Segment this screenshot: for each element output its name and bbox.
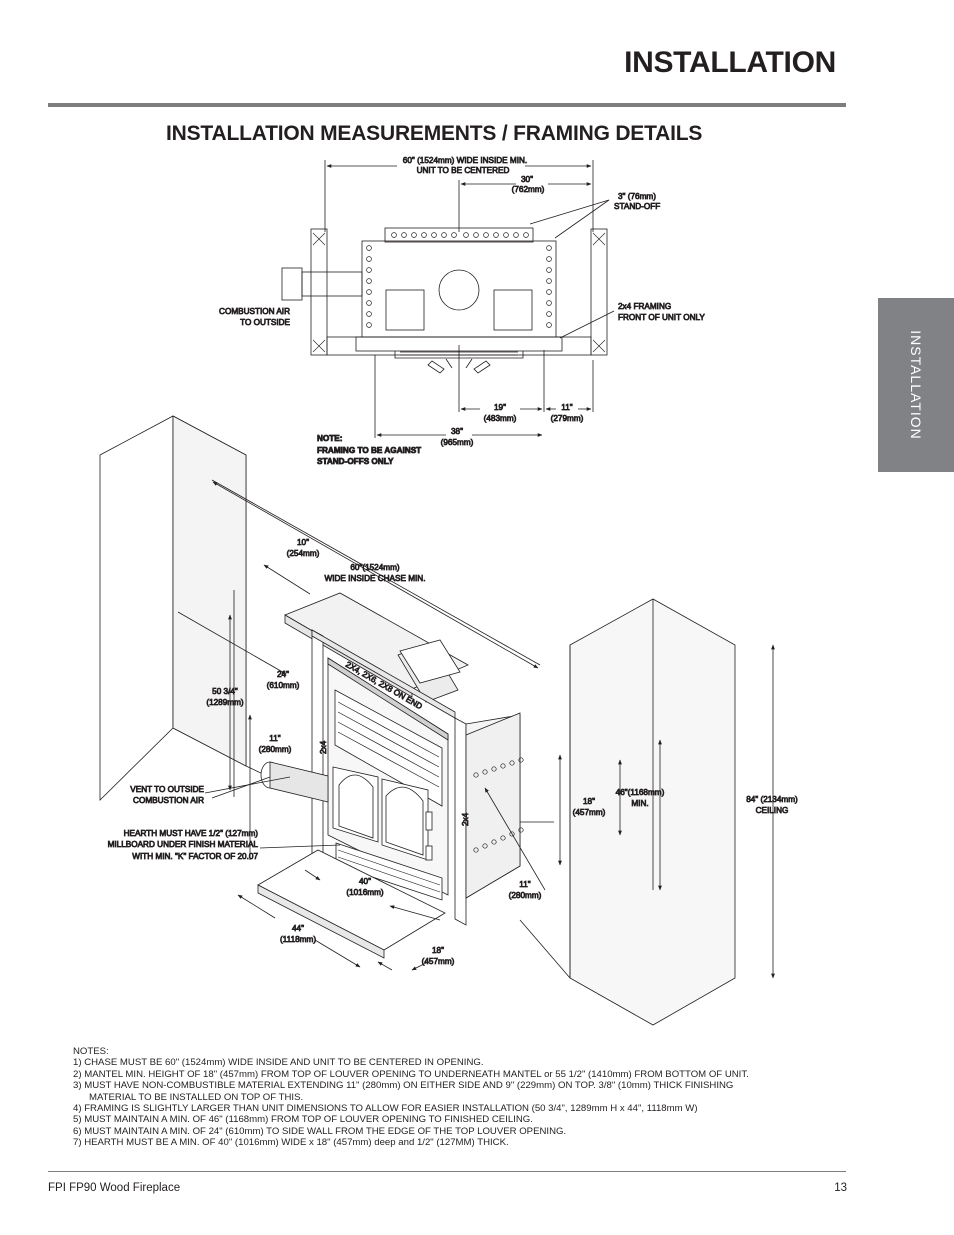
label-framing: 2x4 FRAMING [618,302,671,311]
note-2: 2) MANTEL MIN. HEIGHT OF 18" (457mm) FRO… [73,1068,749,1080]
label-11b: 11" [519,880,530,889]
label-18-mm: (457mm) [573,808,606,817]
label-40-mm: (1016mm) [346,888,384,897]
label-stud-left: 2x4 [319,740,328,754]
note-5: 5) MUST MAINTAIN A MIN. OF 46" (1168mm) … [73,1114,533,1126]
note-4: 4) FRAMING IS SLIGHTLY LARGER THAN UNIT … [73,1103,698,1115]
label-46-2: MIN. [631,799,648,808]
label-11-top: 11" [561,403,572,412]
label-chase: 60"(1524mm) [350,563,400,572]
note-line-3: STAND-OFFS ONLY [317,457,394,466]
label-84: 84" (2134mm) [746,795,798,804]
label-46: 46"(1168mm) [616,788,665,797]
note-7: 7) HEARTH MUST BE A MIN. OF 40" (1016mm)… [73,1137,509,1149]
note-6: 6) MUST MAINTAIN A MIN. OF 24" (610mm) T… [73,1125,567,1137]
label-standoff: 3" (76mm) [618,192,656,201]
label-11-top-mm: (279mm) [551,414,584,423]
label-hearth-2: MILLBOARD UNDER FINISH MATERIAL [108,840,259,849]
label-40: 40" [359,877,371,886]
note-3: 3) MUST HAVE NON-COMBUSTIBLE MATERIAL EX… [73,1080,734,1092]
label-44-mm: (1118mm) [280,935,316,944]
section-heading: INSTALLATION MEASUREMENTS / FRAMING DETA… [166,122,703,145]
label-10: 10" [297,538,309,547]
note-heading: NOTE: [317,434,342,443]
label-19: 19" [494,403,506,412]
label-10-mm: (254mm) [287,549,320,558]
top-view-plan [281,160,615,438]
label-vent: VENT TO OUTSIDE [130,785,204,794]
label-hearth: HEARTH MUST HAVE 1/2" (127mm) [124,829,259,838]
label-24-mm: (610mm) [267,681,300,690]
label-combustion-air-2: TO OUTSIDE [240,318,290,327]
section-side-tab: INSTALLATION [878,298,954,472]
label-38-mm: (965mm) [441,438,474,447]
note-1: 1) CHASE MUST BE 60" (1524mm) WIDE INSID… [73,1057,484,1069]
label-centered: UNIT TO BE CENTERED [417,166,510,175]
label-vent-2: COMBUSTION AIR [133,796,204,805]
label-18-depth-mm: (457mm) [422,957,455,966]
label-50-mm: (1289mm) [206,698,244,707]
label-chase-2: WIDE INSIDE CHASE MIN. [325,574,426,583]
label-hearth-3: WITH MIN. "K" FACTOR OF 20.07 [132,852,258,861]
label-24: 24" [277,670,289,679]
label-30-mm: (762mm) [512,185,545,194]
label-combustion-air: COMBUSTION AIR [219,307,290,316]
note-3-continued: MATERIAL TO BE INSTALLED ON TOP OF THIS. [89,1091,304,1103]
label-11-mm: (280mm) [259,745,292,754]
isometric-chase-view [99,415,775,1026]
label-stud-right: 2x4 [461,812,470,826]
label-44: 44" [292,924,304,933]
bottom-divider [48,1171,846,1172]
label-38: 38" [451,427,463,436]
label-60-wide: 60" (1524mm) WIDE INSIDE MIN. [403,156,527,165]
top-divider [48,103,846,107]
notes-heading: NOTES: [73,1046,109,1057]
label-framing-2: FRONT OF UNIT ONLY [618,313,705,322]
label-18: 18" [583,797,595,806]
label-11b-mm: (280mm) [509,891,542,900]
note-line-2: FRAMING TO BE AGAINST [317,446,421,455]
notes-block: NOTES: 1) CHASE MUST BE 60" (1524mm) WID… [73,1046,833,1149]
page-title: INSTALLATION [624,46,836,79]
label-30: 30" [521,175,533,184]
footer-page-number: 13 [834,1182,847,1194]
label-50: 50 3/4" [212,687,238,696]
framing-diagram: 60" (1524mm) WIDE INSIDE MIN. UNIT TO BE… [99,156,798,1026]
label-18-depth: 18" [432,946,444,955]
label-19-mm: (483mm) [484,414,517,423]
label-84-2: CEILING [756,806,789,815]
label-standoff-2: STAND-OFF [614,202,660,211]
label-11: 11" [269,734,280,743]
footer-product: FPI FP90 Wood Fireplace [48,1182,181,1194]
